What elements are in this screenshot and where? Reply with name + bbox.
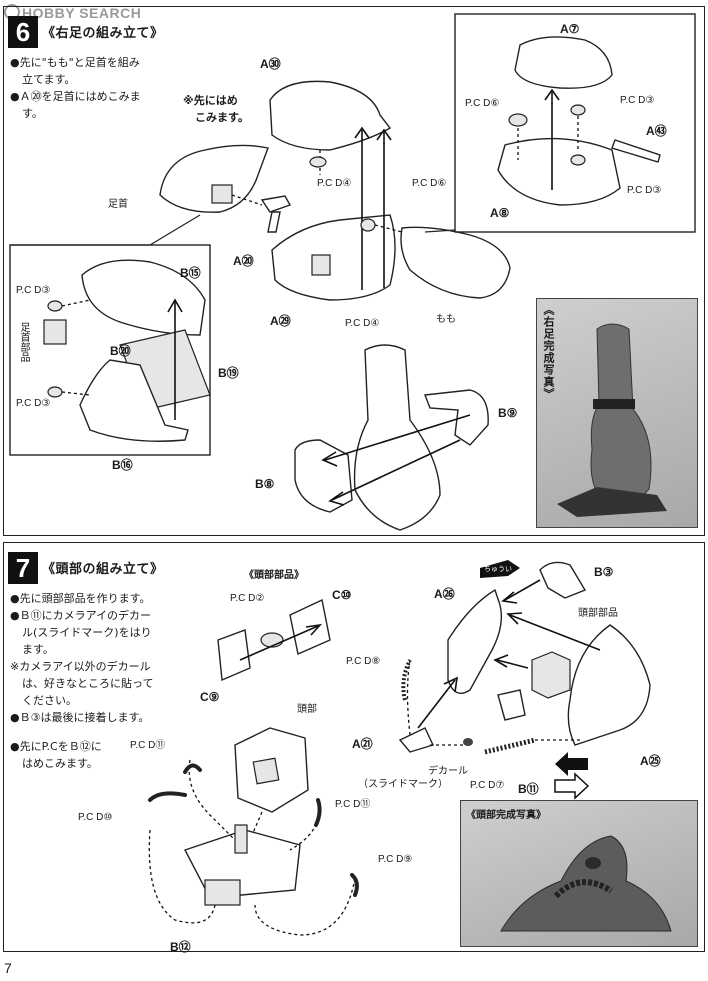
- step6-photo-right-leg: [536, 298, 698, 528]
- step6-inset-right: [454, 13, 696, 233]
- label-b16: B⑯: [112, 458, 133, 472]
- arrow-hollow-right: [554, 772, 590, 800]
- label-pcd3d: P.C D③: [16, 398, 51, 409]
- label-pcd7: P.C D⑦: [470, 780, 505, 791]
- label-b8: B⑧: [255, 477, 275, 491]
- part-a21-eye: [398, 727, 434, 753]
- part-b8-armor: [294, 439, 353, 513]
- part-a25-shell: [567, 624, 651, 746]
- label-b11: B⑪: [518, 782, 539, 796]
- part-b9-armor: [424, 389, 489, 446]
- label-pcd10: P.C D⑩: [78, 812, 113, 823]
- step6-notes: ●先に"もも"と足首を組み 立てます。 ●Ａ⑳を足首にはめこみま す。: [10, 56, 141, 120]
- part-a7-cover: [514, 36, 613, 89]
- label-marker: ちゅうい: [484, 565, 512, 573]
- step7-photo-head: [460, 800, 698, 947]
- label-pcd4b: P.C D④: [345, 318, 380, 329]
- part-a26-crest: [447, 588, 503, 694]
- part-b11-lens: [497, 689, 526, 721]
- label-decal: デカール: [428, 766, 468, 777]
- part-ankle-shell: [159, 144, 269, 213]
- pc-tube-d9: [254, 877, 356, 936]
- label-a43: A㊸: [646, 124, 667, 138]
- part-b16-base: [79, 359, 189, 442]
- label-a26: A㉖: [434, 587, 455, 601]
- notice-tag: [480, 560, 520, 578]
- step7-photo-title: 《頭部完成写真》: [466, 810, 546, 821]
- label-pcd3a: P.C D③: [620, 95, 655, 106]
- label-slidemark: （スライドマーク）: [358, 779, 448, 790]
- step6-inset-left: [9, 244, 211, 456]
- step6-photo-figure: [557, 323, 667, 517]
- label-ashikubibuhin: 足首部品: [18, 322, 29, 362]
- step6-photo-title: 《右足完成写真》: [542, 304, 555, 400]
- step7-title: 《頭部の組み立て》: [42, 562, 164, 577]
- label-a21: A㉑: [352, 737, 373, 751]
- part-b3-cap: [539, 561, 587, 599]
- label-a30: A㉚: [260, 57, 281, 71]
- label-pcd8: P.C D⑧: [346, 656, 381, 667]
- label-b19: B⑲: [218, 366, 239, 380]
- label-pcd2: P.C D②: [230, 593, 265, 604]
- label-a20: A⑳: [233, 254, 254, 268]
- part-a20-joint: [260, 195, 292, 213]
- label-toubu: 頭部: [297, 704, 317, 715]
- label-pcd3c: P.C D③: [16, 285, 51, 296]
- part-pcd4-cap: [309, 156, 327, 168]
- label-pcd11b: P.C D⑪: [335, 799, 371, 810]
- page-number: 7: [4, 960, 12, 976]
- label-momo: もも: [436, 314, 456, 325]
- step7-subtitle: 《頭部部品》: [244, 570, 304, 581]
- label-b12: B⑫: [170, 940, 191, 954]
- step6-callout: ※先にはめ こみます。: [183, 94, 249, 124]
- pc-tube-d11-left: [188, 759, 236, 841]
- pc-tube-d10: [148, 829, 216, 924]
- label-b15: B⑮: [180, 266, 201, 280]
- step7-panel: [3, 542, 705, 952]
- step6-number: 6: [8, 16, 38, 48]
- part-c9-frame: [217, 629, 251, 682]
- step7-number: 7: [8, 552, 38, 584]
- label-a8: A⑧: [490, 206, 510, 220]
- arrow-solid-left: [555, 752, 588, 776]
- label-c9: C⑨: [200, 690, 220, 704]
- part-a29-shell: [271, 214, 396, 301]
- label-ashikubi: 足首: [108, 199, 128, 210]
- label-pcd6: P.C D⑥: [412, 178, 447, 189]
- label-pcd11a: P.C D⑪: [130, 740, 166, 751]
- label-a29: A㉙: [270, 314, 291, 328]
- step6-panel: [3, 6, 705, 536]
- label-c10: C⑩: [332, 588, 352, 602]
- part-decal-eye: [463, 738, 473, 746]
- label-a7: A⑦: [560, 22, 580, 36]
- label-pcd3b: P.C D③: [627, 185, 662, 196]
- label-a25: A㉕: [640, 754, 661, 768]
- label-toububuhin: 頭部部品: [578, 608, 618, 619]
- step7-photo-figure: [500, 835, 672, 932]
- step6-diagram: [9, 13, 696, 531]
- label-b3: B③: [594, 565, 614, 579]
- part-toubu-buhin: [531, 651, 571, 699]
- part-a30-shell: [269, 80, 392, 151]
- pc-tube-d11-right: [289, 799, 320, 851]
- label-pcd4: P.C D④: [317, 178, 352, 189]
- label-b20: B⑳: [110, 344, 131, 358]
- label-pcd9: P.C D⑨: [378, 854, 413, 865]
- label-pcd6r: P.C D⑥: [465, 98, 500, 109]
- part-pcd2-ring: [260, 632, 284, 648]
- label-b9: B⑨: [498, 406, 518, 420]
- step6-title: 《右足の組み立て》: [42, 26, 164, 41]
- part-a8-base: [497, 137, 621, 206]
- step7-notes: ●先に頭部部品を作ります。 ●Ｂ⑪にカメラアイのデカー ル(スライドマーク)をは…: [10, 592, 154, 770]
